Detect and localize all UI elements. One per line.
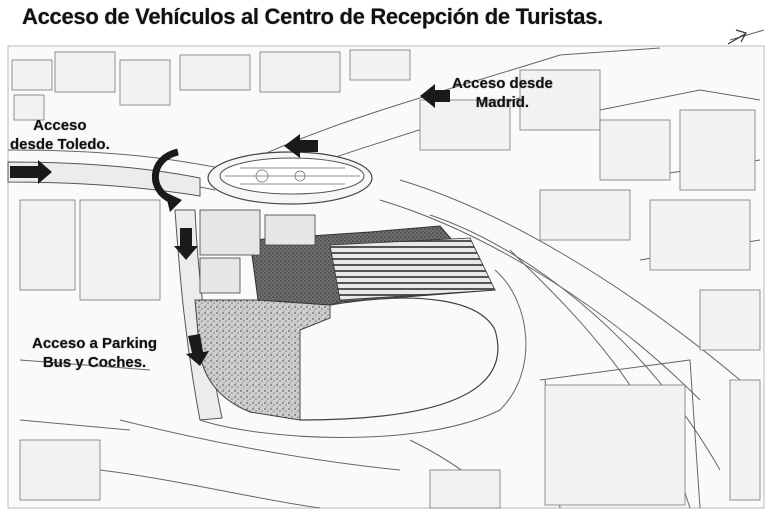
arrow-curve-icon (152, 148, 182, 212)
label-madrid-line1: Acceso desde (452, 75, 553, 92)
label-toledo-line1: Acceso (33, 117, 87, 134)
centre-boundary (299, 297, 499, 421)
building-outlines (11, 49, 761, 509)
reception-stripes (329, 237, 496, 301)
page-title: Acceso de Vehículos al Centro de Recepci… (22, 4, 603, 29)
label-madrid-line2: Madrid. (475, 94, 530, 111)
roundabout-island-detail (225, 167, 360, 185)
arrow-roundabout-icon (284, 134, 318, 158)
arrow-toledo-icon (10, 160, 52, 184)
centre-buildings (199, 209, 316, 294)
label-parking-line2: Bus y Coches. (42, 354, 147, 371)
label-parking-line1: Acceso a Parking (32, 335, 158, 352)
label-parking: Acceso a Parking Bus y Coches. (32, 334, 157, 372)
centre-boundary-outer (199, 269, 527, 438)
label-toledo-line2: desde Toledo. (10, 136, 110, 153)
arrow-parking-icon (186, 334, 209, 366)
north-arrow-icon (727, 29, 747, 45)
arrow-madrid-icon (420, 84, 450, 108)
arrow-down-icon (174, 228, 198, 260)
road-toledo (7, 161, 201, 197)
label-toledo: Acceso desde Toledo. (10, 116, 110, 154)
label-madrid: Acceso desde Madrid. (452, 74, 553, 112)
